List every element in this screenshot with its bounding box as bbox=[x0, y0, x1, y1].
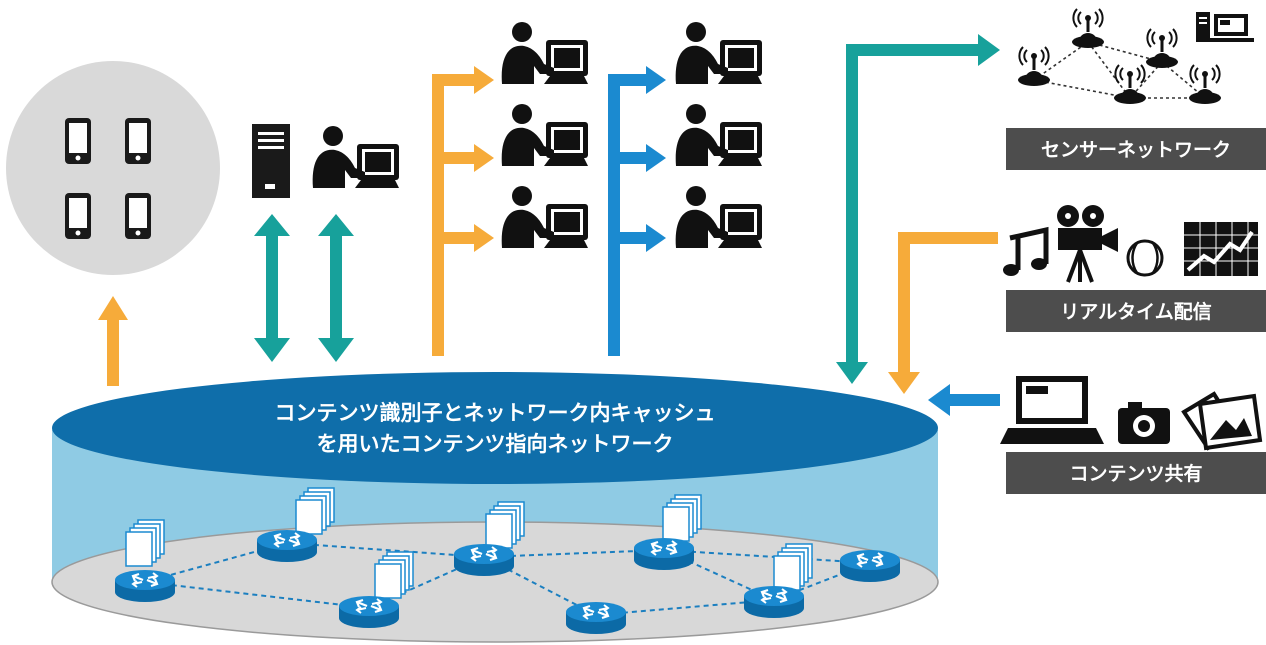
user-at-computer-icon bbox=[675, 186, 762, 248]
smartphone-icon bbox=[125, 118, 151, 164]
device-circle bbox=[6, 61, 220, 275]
smartphone-cluster bbox=[6, 61, 220, 275]
router-icon bbox=[838, 548, 902, 584]
smartphone-icon bbox=[65, 193, 91, 239]
baseball-icon bbox=[1126, 239, 1164, 277]
router-icon bbox=[564, 600, 628, 636]
user-at-computer-icon bbox=[675, 104, 762, 166]
cylinder-title-line2: を用いたコンテンツ指向ネットワーク bbox=[317, 432, 674, 456]
smartphone-icon bbox=[125, 193, 151, 239]
content-sharing-label: コンテンツ共有 bbox=[1069, 462, 1202, 485]
router-icon bbox=[632, 536, 696, 572]
sensor-node-icon bbox=[1017, 46, 1051, 87]
user-at-computer-icon bbox=[501, 186, 588, 248]
server-icon bbox=[252, 124, 290, 198]
sensor-node-icon bbox=[1145, 28, 1179, 69]
sensor-node-icon bbox=[1188, 64, 1222, 105]
bidirectional-arrow bbox=[254, 214, 290, 362]
label-box bbox=[1006, 128, 1266, 170]
video-camera-icon bbox=[1057, 205, 1118, 283]
realtime-delivery-label: リアルタイム配信 bbox=[1060, 300, 1211, 323]
smartphone-icon bbox=[65, 118, 91, 164]
user-at-computer-icon bbox=[501, 22, 588, 84]
label-box bbox=[1006, 290, 1266, 332]
sensor-network bbox=[1017, 8, 1254, 105]
camera-icon bbox=[1118, 402, 1170, 444]
realtime-flow-arrow bbox=[888, 232, 998, 394]
orange-distribution-arrow bbox=[432, 66, 494, 356]
photo-icon bbox=[1181, 391, 1263, 451]
stock-chart-icon bbox=[1184, 222, 1258, 276]
desktop-pc-icon bbox=[1196, 12, 1254, 42]
realtime-media-icons bbox=[1003, 205, 1258, 283]
sensor-node-icon bbox=[1071, 8, 1105, 49]
router-icon bbox=[113, 568, 177, 604]
content-sharing-icons bbox=[1000, 376, 1263, 451]
blue-distribution-arrow bbox=[608, 66, 666, 356]
user-at-computer-icon bbox=[675, 22, 762, 84]
router-icon bbox=[337, 594, 401, 630]
upload-arrow bbox=[98, 296, 128, 386]
sharing-flow-arrow bbox=[928, 384, 1000, 416]
sensor-network-label: センサーネットワーク bbox=[1041, 139, 1231, 161]
user-at-computer-icon bbox=[501, 104, 588, 166]
router-icon bbox=[452, 542, 516, 578]
music-note-icon bbox=[1003, 226, 1049, 276]
router-icon bbox=[255, 528, 319, 564]
laptop-icon bbox=[1000, 376, 1104, 444]
cylinder-top bbox=[52, 372, 938, 484]
router-icon bbox=[742, 584, 806, 620]
cylinder-title-line1: コンテンツ識別子とネットワーク内キャッシュ bbox=[275, 401, 716, 425]
bidirectional-arrow bbox=[318, 214, 354, 362]
sensor-flow-arrow bbox=[836, 34, 1000, 384]
label-box bbox=[1006, 452, 1266, 494]
user-at-computer-icon bbox=[312, 126, 399, 188]
